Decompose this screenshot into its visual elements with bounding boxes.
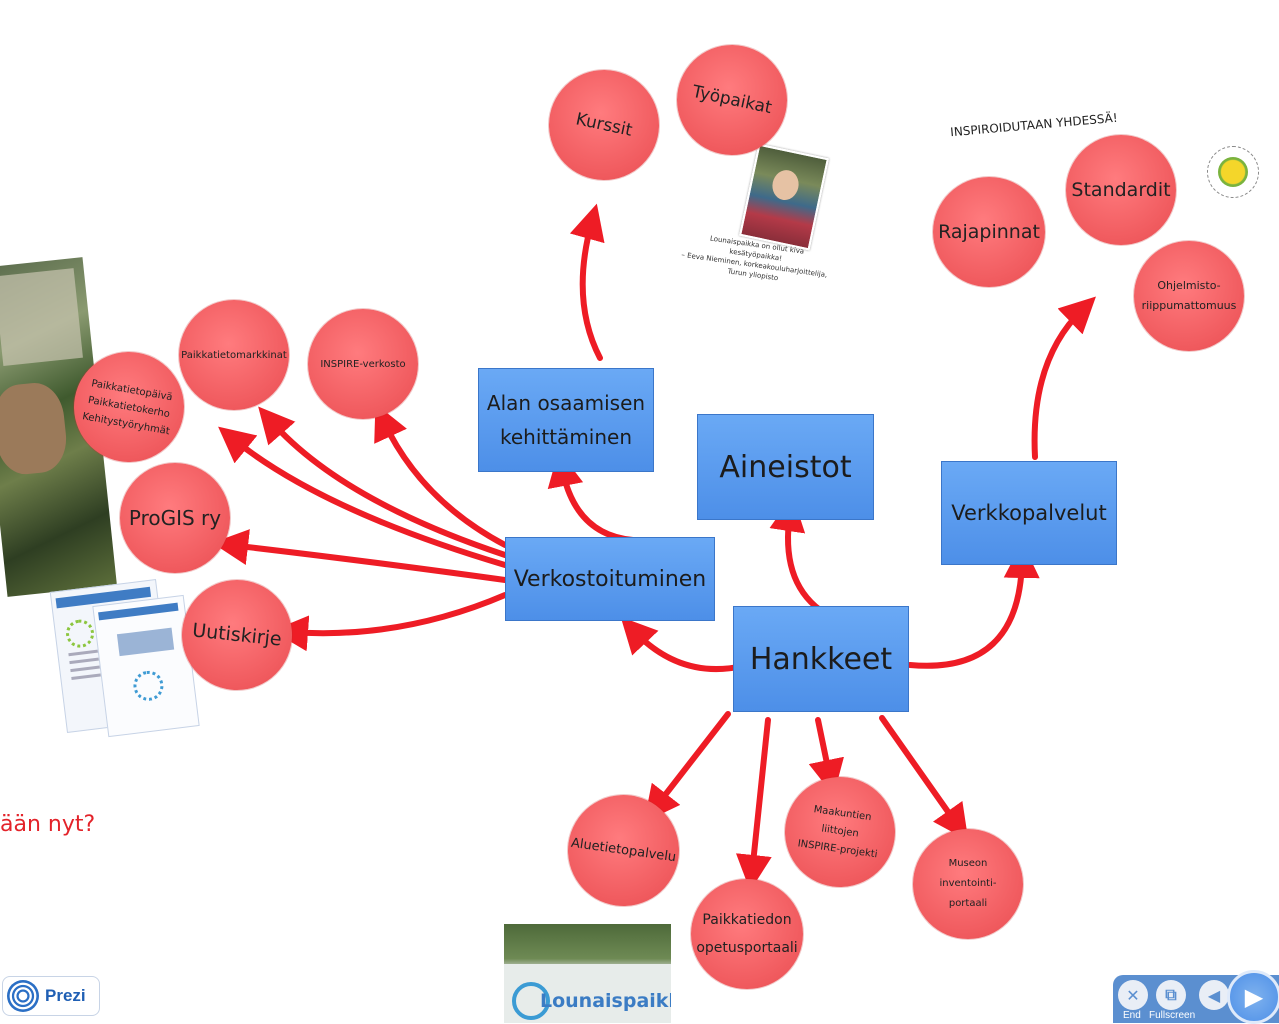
doc-logo (64, 618, 96, 650)
museon-label-line-2: portaali (948, 898, 988, 909)
arrow-hankkeet-opetusportaali (735, 717, 772, 891)
arrow-hankkeet-museon (879, 715, 969, 841)
arrow-hankkeet-maakuntien (808, 717, 844, 796)
arrow-hankkeet-aineistot (769, 495, 823, 613)
fullscreen-button[interactable]: ⧉ (1156, 980, 1186, 1010)
banner-group-photo: Lounaispaikka (504, 924, 671, 1023)
photo-face (769, 167, 802, 203)
photo-person (0, 380, 70, 477)
progis-label: ProGIS ry (128, 506, 222, 530)
opetusportaali-label-line-2: opetusportaali (696, 940, 798, 956)
box-verkostoituminen[interactable]: Verkostoituminen (505, 537, 715, 621)
arrow-hankkeet-verkkopalvelut (907, 542, 1040, 669)
circle-museon-inventointiportaali[interactable]: Museon inventointi- portaali (913, 829, 1023, 939)
circle-paikkatietomarkkinat[interactable]: Paikkatietomarkkinat (179, 300, 289, 410)
museon-label-line-1: Museon inventointi- (939, 858, 997, 889)
close-icon: ✕ (1126, 985, 1140, 1005)
doc-header-bar (98, 602, 179, 621)
arrow-alan-kurssit (569, 203, 605, 361)
standardit-label: Standardit (1071, 179, 1171, 201)
prezi-mark-icon (7, 980, 39, 1012)
kurssit-label: Kurssit (573, 109, 635, 141)
aluetietopalvelu-label: Aluetietopalvelu (570, 835, 677, 866)
end-label: End (1123, 1010, 1141, 1021)
prezi-label: Prezi (45, 986, 86, 1005)
end-button[interactable]: ✕ (1118, 980, 1148, 1010)
prezi-logo-button[interactable]: Prezi (2, 976, 100, 1016)
arrow-verkostoituminen-inspire (374, 403, 508, 548)
fullscreen-label: Fullscreen (1149, 1010, 1196, 1021)
next-button[interactable]: ▶ (1227, 970, 1279, 1024)
inspire-verkosto-label: INSPIRE-verkosto (320, 358, 406, 370)
hankkeet-label: Hankkeet (749, 641, 893, 677)
uutiskirje-label: Uutiskirje (191, 619, 283, 651)
verkkopalvelut-label: Verkkopalvelut (951, 501, 1107, 525)
arrow-verkostoituminen-progis (212, 529, 508, 583)
partial-question-text: ään nyt? (0, 812, 96, 837)
arrow-verkostoituminen-uutiskirje (272, 592, 508, 652)
arrow-right-icon: ▶ (1244, 983, 1264, 1011)
tyopaikat-label: Työpaikat (690, 81, 774, 119)
inspire-badge-logo (1207, 146, 1259, 198)
previous-button[interactable]: ◀ (1199, 980, 1229, 1010)
newsletter-document-image-2 (92, 594, 200, 738)
alan-label-line-2: kehittäminen (499, 425, 633, 449)
ohjelmisto-label-line-1: Ohjelmisto- (1157, 279, 1221, 292)
doc-image (116, 627, 175, 657)
paikkatietomarkkinat-label: Paikkatietomarkkinat (181, 349, 287, 361)
badge-emblem (1218, 157, 1248, 187)
circle-inspire-verkosto[interactable]: INSPIRE-verkosto (308, 309, 418, 419)
circle-progis-ry[interactable]: ProGIS ry (120, 463, 230, 573)
aineistot-label: Aineistot (719, 449, 852, 485)
arrow-left-icon: ◀ (1207, 985, 1221, 1005)
circle-ohjelmistoriippumattomuus[interactable]: Ohjelmisto- riippumattomuus (1134, 241, 1244, 351)
box-aineistot[interactable]: Aineistot (697, 414, 874, 520)
arrow-hankkeet-verkostoituminen (620, 616, 746, 672)
banner-text: Lounaispaikka (540, 990, 671, 1012)
arrow-verkkopalvelut-cluster (1031, 296, 1096, 460)
opetusportaali-label-line-1: Paikkatiedon (702, 912, 792, 928)
box-alan-osaamisen-kehittaminen[interactable]: Alan osaamisen kehittäminen (478, 368, 654, 472)
photo-sign (0, 268, 83, 367)
box-hankkeet[interactable]: Hankkeet (733, 606, 909, 712)
banner-logo (512, 982, 550, 1020)
box-verkkopalvelut[interactable]: Verkkopalvelut (941, 461, 1117, 565)
rajapinnat-label: Rajapinnat (938, 221, 1040, 243)
circle-rajapinnat[interactable]: Rajapinnat (933, 177, 1045, 287)
verkostoituminen-label: Verkostoituminen (513, 566, 707, 592)
alan-label-line-1: Alan osaamisen (486, 391, 646, 415)
arrow-verkostoituminen-paiva (218, 426, 508, 568)
arrow-verkostoituminen-alan (547, 450, 636, 543)
fullscreen-icon: ⧉ (1165, 985, 1177, 1004)
arrow-verkostoituminen-markkinat (258, 406, 508, 558)
ohjelmisto-label-line-2: riippumattomuus (1141, 299, 1237, 312)
circle-paikkatiedon-opetusportaali[interactable]: Paikkatiedon opetusportaali (691, 879, 803, 989)
doc-logo (131, 669, 166, 703)
circle-standardit[interactable]: Standardit (1066, 135, 1176, 245)
arrow-hankkeet-aluetietopalvelu (643, 711, 731, 823)
